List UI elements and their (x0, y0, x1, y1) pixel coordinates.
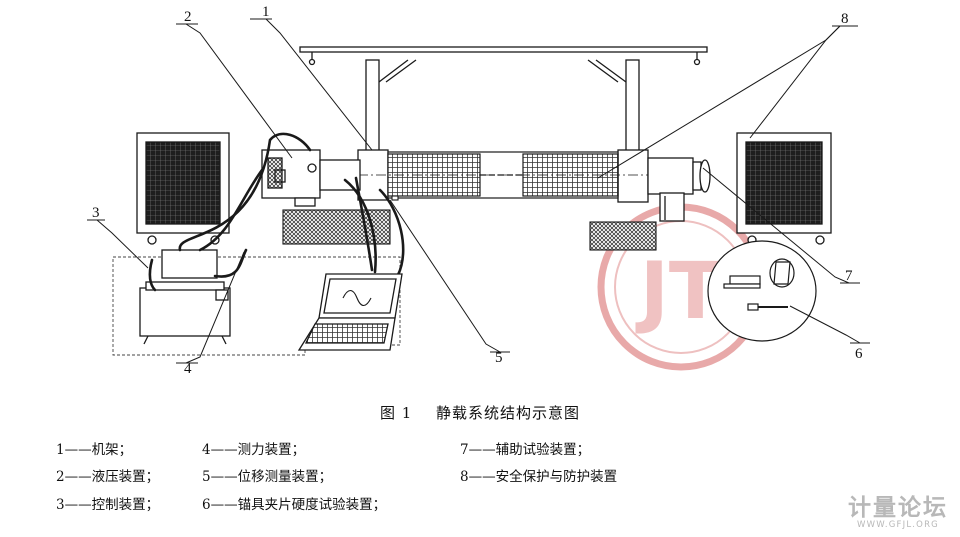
callout-3: 3 (92, 205, 100, 221)
legend-item-1: 1——机架； (56, 442, 133, 458)
callout-5: 5 (495, 350, 503, 366)
legend-item-3: 3——控制装置； (56, 497, 160, 513)
callout-7: 7 (845, 268, 853, 284)
callout-6: 6 (855, 346, 863, 362)
left-shield (136, 132, 230, 245)
laptop (297, 273, 403, 351)
figure-number: 图 1 (379, 404, 413, 422)
legend-item-2: 2——液压装置； (56, 469, 160, 485)
control-unit (139, 249, 231, 345)
hydraulic-jack (261, 149, 361, 207)
watermark-url: WWW.GFJL.ORG (857, 520, 939, 530)
figure-title: 静载系统结构示意图 (436, 404, 581, 422)
leader-lines (87, 18, 870, 364)
callout-4: 4 (184, 361, 192, 377)
callout-labels: 1 2 3 4 5 6 7 8 (92, 4, 863, 377)
right-anchorage (647, 157, 711, 222)
legend-item-6: 6——锚具夹片硬度试验装置； (202, 497, 387, 513)
hydraulic-hoses (148, 132, 405, 292)
right-shield (736, 132, 832, 245)
system-diagram: JT (87, 4, 870, 377)
forum-watermark: 计量论坛 WWW.GFJL.ORG (848, 488, 948, 530)
figure-caption: 图 1 静载系统结构示意图 (0, 402, 960, 423)
callout-8: 8 (841, 11, 849, 27)
hardness-test-inset (707, 240, 817, 342)
base-blocks (282, 195, 657, 251)
watermark-name: 计量论坛 (848, 495, 948, 521)
legend-item-4: 4——测力装置； (202, 442, 306, 458)
legend-item-7: 7——辅助试验装置； (460, 442, 591, 458)
legend-item-5: 5——位移测量装置； (202, 469, 333, 485)
legend-item-8: 8——安全保护与防护装置 (460, 469, 618, 485)
callout-1: 1 (262, 4, 270, 20)
callout-2: 2 (184, 9, 192, 25)
overhead-rail (299, 46, 708, 66)
specimen-assembly (340, 151, 700, 199)
